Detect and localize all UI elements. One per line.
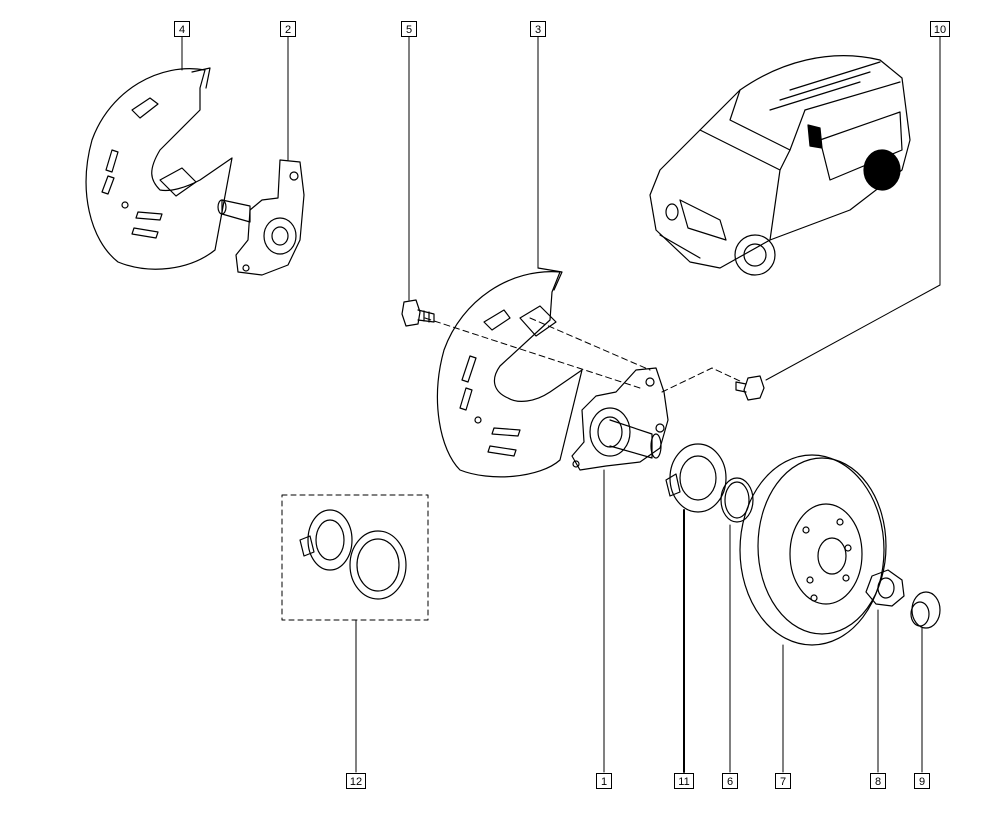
bolt-10: [735, 375, 765, 401]
abs-sensor-ring: [665, 443, 727, 513]
brake-disc: [739, 454, 887, 646]
bolt-5: [401, 299, 435, 327]
callout-11: 11: [674, 773, 694, 789]
callout-9: 9: [914, 773, 930, 789]
circlip: [720, 477, 754, 523]
backing-plate-main: [436, 267, 583, 478]
leader-lines: [181, 36, 941, 773]
callout-12: 12: [346, 773, 366, 789]
assembly-dashed-lines: [424, 317, 743, 393]
callout-2: 2: [280, 21, 296, 37]
callout-8: 8: [870, 773, 886, 789]
hub-nut: [865, 569, 905, 607]
bearing-kit: [281, 494, 429, 621]
stub-axle-small: [217, 159, 305, 276]
stub-axle-main: [571, 367, 669, 471]
van-illustration: [649, 55, 911, 276]
callout-7: 7: [775, 773, 791, 789]
dust-cap: [910, 591, 941, 629]
backing-plate-small: [85, 67, 233, 270]
callout-6: 6: [722, 773, 738, 789]
callout-1: 1: [596, 773, 612, 789]
callout-10: 10: [930, 21, 950, 37]
callout-3: 3: [530, 21, 546, 37]
callout-4: 4: [174, 21, 190, 37]
callout-5: 5: [401, 21, 417, 37]
